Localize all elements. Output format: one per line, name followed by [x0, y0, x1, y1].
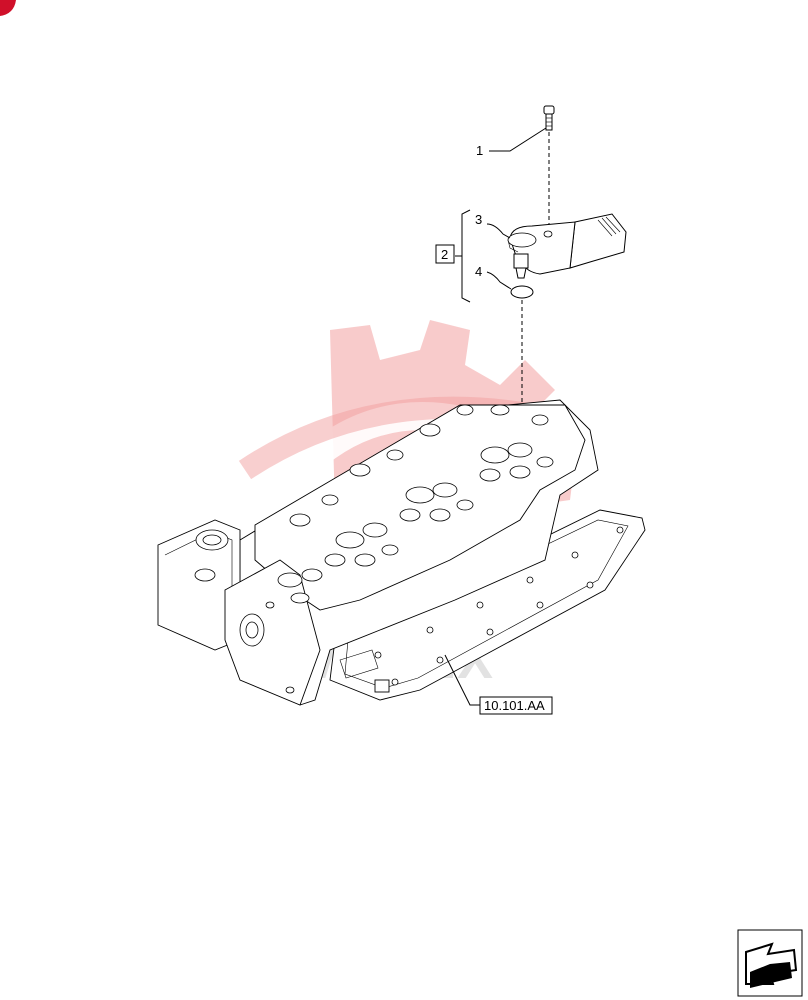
- sensor-part: [507, 213, 627, 279]
- callout-4: 4: [475, 264, 482, 279]
- leader-reference: [444, 654, 480, 706]
- next-page-arrow-icon[interactable]: [737, 929, 803, 997]
- leader-3: [486, 223, 511, 239]
- callout-1: 1: [476, 143, 483, 158]
- leader-1: [489, 127, 547, 152]
- leader-4: [486, 271, 512, 290]
- o-ring-part: [510, 285, 534, 299]
- callout-2: 2: [441, 247, 448, 262]
- valve-cluster-2: [399, 482, 474, 522]
- valve-cluster-1: [324, 522, 399, 567]
- valve-cluster-3: [479, 442, 554, 482]
- reference-label: 10.101.AA: [484, 698, 545, 713]
- valve-cluster-4: [277, 568, 323, 604]
- kit-bracket: [461, 209, 471, 303]
- red-corner-mark: [0, 0, 16, 16]
- cylinder-head-drawing: [157, 399, 646, 706]
- callout-2-box: [435, 244, 455, 264]
- reference-box: [479, 696, 553, 715]
- bolt-part: [543, 105, 555, 131]
- callout-3: 3: [475, 212, 482, 227]
